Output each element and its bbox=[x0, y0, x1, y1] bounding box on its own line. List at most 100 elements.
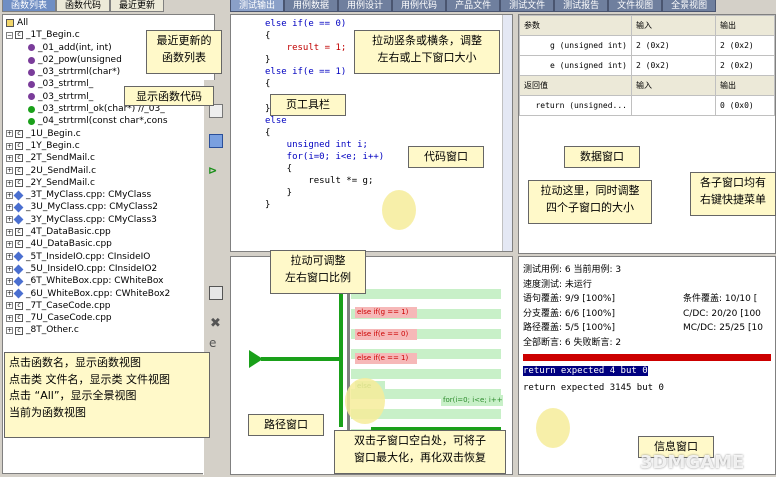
tab-product-files[interactable]: 产品文件 bbox=[446, 0, 501, 12]
tree-file-item[interactable]: +c_8T_Other.c bbox=[6, 324, 214, 336]
param-output: 2 (0x2) bbox=[715, 55, 775, 76]
tree-item-label: _03_strtrml_ bbox=[38, 79, 94, 90]
expand-icon[interactable]: + bbox=[6, 314, 13, 322]
tab-test-report[interactable]: 测试报告 bbox=[554, 0, 609, 12]
tab-file-view[interactable]: 文件视图 bbox=[608, 0, 663, 12]
tree-file-item[interactable]: +c_4U_DataBasic.cpp bbox=[6, 238, 214, 250]
tab-test-files[interactable]: 测试文件 bbox=[500, 0, 555, 12]
tree-file-item[interactable]: +c_1U_Begin.c bbox=[6, 128, 214, 140]
tree-function-item[interactable]: _01_add(int, int) bbox=[6, 42, 214, 54]
file-icon: c bbox=[15, 240, 23, 249]
expand-icon[interactable]: + bbox=[6, 240, 13, 248]
code-line: } bbox=[265, 188, 293, 199]
callout-recent: 最近更新的 函数列表 bbox=[146, 30, 222, 74]
tree-root-all[interactable]: All bbox=[6, 17, 214, 29]
tree-item-label: _03_strtrml_ok(char*) //_03_ bbox=[38, 104, 165, 115]
expand-icon[interactable]: + bbox=[6, 327, 13, 335]
tree-function-item[interactable]: _04_strtrml(const char*,cons bbox=[6, 115, 214, 127]
expand-icon[interactable]: + bbox=[6, 204, 13, 212]
path-trunk bbox=[339, 277, 343, 427]
tree-function-item[interactable]: _03_strtrml(char*) bbox=[6, 66, 214, 78]
folder-icon bbox=[6, 19, 14, 28]
tab-function-code[interactable]: 函数代码 bbox=[56, 0, 111, 12]
path-box[interactable]: else if(g == 1) bbox=[355, 307, 417, 318]
expand-icon[interactable]: + bbox=[6, 167, 13, 175]
tab-function-list[interactable]: 函数列表 bbox=[2, 0, 57, 12]
tree-file-item[interactable]: +c_7T_CaseCode.cpp bbox=[6, 300, 214, 312]
export-icon[interactable]: e bbox=[209, 336, 217, 350]
tree-class-item[interactable]: +_3T_MyClass.cpp: CMyClass bbox=[6, 189, 214, 201]
tree-item-label: _1T_Begin.c bbox=[26, 30, 80, 41]
tree-function-item[interactable]: _03_strtrml_ok(char*) //_03_ bbox=[6, 103, 214, 115]
info-row-stmt: 语句覆盖: 9/9 [100%] 条件覆盖: 10/10 [ bbox=[519, 292, 775, 307]
expand-icon[interactable]: + bbox=[6, 277, 13, 285]
expand-icon[interactable]: + bbox=[6, 142, 13, 150]
expand-icon[interactable]: − bbox=[6, 31, 13, 39]
table-row[interactable]: e (unsigned int) 2 (0x2) 2 (0x2) bbox=[519, 55, 775, 76]
tree-item-label: _2U_SendMail.c bbox=[26, 165, 97, 176]
tree-class-item[interactable]: +_5T_InsideIO.cpp: CInsideIO bbox=[6, 251, 214, 263]
data-table: 参数 输入 输出 g (unsigned int) 2 (0x2) 2 (0x2… bbox=[519, 15, 775, 116]
note-icon[interactable] bbox=[209, 104, 223, 118]
file-icon: c bbox=[15, 142, 23, 151]
expand-icon[interactable]: + bbox=[6, 216, 13, 224]
tree-function-item[interactable]: _03_strtrml_ bbox=[6, 91, 214, 103]
info-path-coverage: 路径覆盖: 5/5 [100%] bbox=[523, 323, 615, 334]
tree-file-item[interactable]: +c_2Y_SendMail.c bbox=[6, 177, 214, 189]
tree-class-item[interactable]: +_6U_WhiteBox.cpp: CWhiteBox2 bbox=[6, 288, 214, 300]
expand-icon[interactable]: + bbox=[6, 290, 13, 298]
expand-icon[interactable]: + bbox=[6, 253, 13, 261]
tab-test-output[interactable]: 测试输出 bbox=[230, 0, 285, 12]
callout-code-window: 代码窗口 bbox=[408, 146, 484, 168]
return-header-row: 返回值 输入 输出 bbox=[519, 75, 775, 96]
tree-file-item[interactable]: +c_1Y_Begin.c bbox=[6, 140, 214, 152]
tree-class-item[interactable]: +_6T_WhiteBox.cpp: CWhiteBox bbox=[6, 275, 214, 287]
tree-function-item[interactable]: _03_strtrml_ bbox=[6, 78, 214, 90]
message-text: return expected 4 but 0 bbox=[523, 365, 648, 376]
expand-icon[interactable]: + bbox=[6, 154, 13, 162]
tree-function-item[interactable]: _02_pow(unsigned bbox=[6, 54, 214, 66]
expand-icon[interactable]: + bbox=[6, 130, 13, 138]
table-row[interactable]: g (unsigned int) 2 (0x2) 2 (0x2) bbox=[519, 35, 775, 56]
tree-file-item[interactable]: +c_7U_CaseCode.cpp bbox=[6, 312, 214, 324]
tab-panorama-view[interactable]: 全景视图 bbox=[662, 0, 717, 12]
flow-icon[interactable]: ⊳ bbox=[208, 164, 218, 177]
expand-icon[interactable]: + bbox=[6, 191, 13, 199]
tree-item-label: _1Y_Begin.c bbox=[26, 140, 80, 151]
tree-item-label: _8T_Other.c bbox=[26, 325, 79, 336]
param-input[interactable]: 2 (0x2) bbox=[631, 55, 716, 76]
table-view-icon[interactable] bbox=[209, 286, 223, 300]
param-input[interactable]: 2 (0x2) bbox=[631, 35, 716, 56]
tab-case-code[interactable]: 用例代码 bbox=[392, 0, 447, 12]
expand-icon[interactable]: + bbox=[6, 265, 13, 273]
expand-icon[interactable]: + bbox=[6, 302, 13, 310]
grid-view-icon[interactable] bbox=[209, 134, 223, 148]
tree-file-item[interactable]: +c_4T_DataBasic.cpp bbox=[6, 226, 214, 238]
table-row[interactable]: return (unsigned... 0 (0x0) bbox=[519, 95, 775, 116]
tab-recent-updates[interactable]: 最近更新 bbox=[110, 0, 165, 12]
close-icon[interactable]: ✖ bbox=[210, 316, 221, 331]
tab-case-design[interactable]: 用例设计 bbox=[338, 0, 393, 12]
tree-item-label: _7U_CaseCode.cpp bbox=[26, 313, 112, 324]
info-message[interactable]: return expected 3145 but 0 bbox=[523, 383, 664, 394]
tree-file-item[interactable]: −c_1T_Begin.c bbox=[6, 29, 214, 41]
tree-class-item[interactable]: +_3U_MyClass.cpp: CMyClass2 bbox=[6, 201, 214, 213]
class-icon bbox=[13, 288, 24, 299]
return-input[interactable] bbox=[631, 95, 716, 116]
expand-icon[interactable]: + bbox=[6, 228, 13, 236]
info-message-selected[interactable]: return expected 4 but 0 bbox=[519, 364, 775, 379]
expand-icon[interactable]: + bbox=[6, 179, 13, 187]
tree-class-item[interactable]: +_3Y_MyClass.cpp: CMyClass3 bbox=[6, 214, 214, 226]
function-status-icon bbox=[28, 93, 35, 101]
code-scrollbar[interactable] bbox=[502, 15, 512, 251]
path-box[interactable]: else if(e == 0) bbox=[355, 329, 417, 340]
path-box[interactable]: for(i=0; i<e; i++ bbox=[441, 395, 503, 406]
tab-case-data[interactable]: 用例数据 bbox=[284, 0, 339, 12]
data-window[interactable]: 参数 输入 输出 g (unsigned int) 2 (0x2) 2 (0x2… bbox=[518, 14, 776, 254]
info-branch-coverage: 分支覆盖: 6/6 [100%] bbox=[523, 308, 615, 319]
tree-file-item[interactable]: +c_2U_SendMail.c bbox=[6, 165, 214, 177]
path-box[interactable]: else if(e == 1) bbox=[355, 353, 417, 364]
function-status-icon bbox=[28, 68, 35, 76]
tree-file-item[interactable]: +c_2T_SendMail.c bbox=[6, 152, 214, 164]
tree-class-item[interactable]: +_5U_InsideIO.cpp: CInsideIO2 bbox=[6, 263, 214, 275]
